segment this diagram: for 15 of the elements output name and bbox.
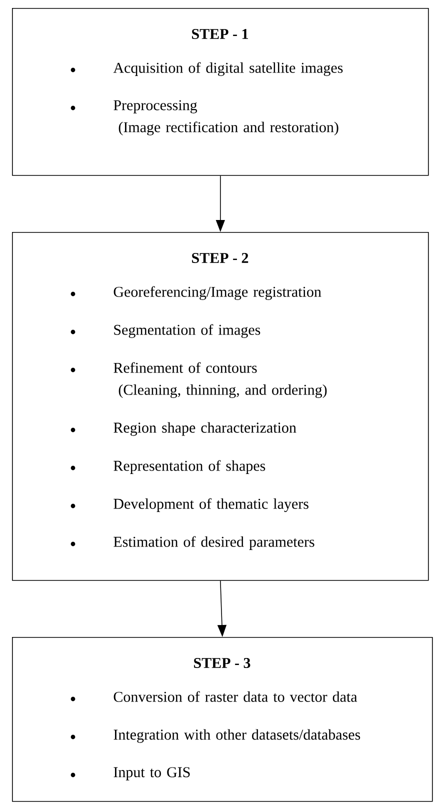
list-item: Integration with other datasets/databases	[70, 729, 360, 743]
list-item: Acquisition of digital satellite images	[70, 62, 343, 76]
step-heading: STEP - 1	[192, 28, 248, 40]
list-item: Conversion of raster data to vector data	[70, 691, 358, 702]
list-item: Refinement of contours (Cleaning, thinning, and ordering)	[70, 362, 327, 398]
list-item: Preprocessing (Image rectification and restoration)	[70, 100, 338, 136]
list-item: Estimation of desired parameters	[70, 536, 314, 550]
list-item: Region shape characterization	[70, 422, 296, 436]
list-item: Representation of shapes	[70, 460, 266, 474]
list-item: Input to GIS	[70, 767, 190, 780]
list-item: Segmentation of images	[70, 324, 260, 338]
list-item: Georeferencing/Image registration	[70, 286, 322, 300]
step-heading: STEP - 3	[194, 658, 250, 668]
step-heading: STEP - 2	[192, 252, 248, 264]
list-item: Development of thematic layers	[70, 498, 308, 512]
